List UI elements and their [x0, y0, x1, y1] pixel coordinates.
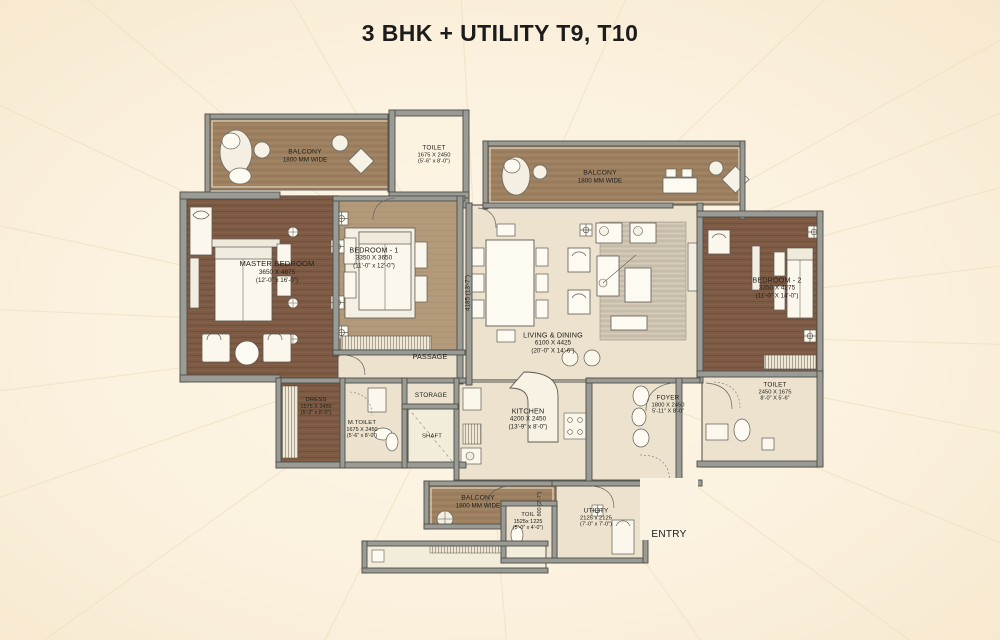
balcony-center-area: [486, 144, 750, 206]
walls: [179, 109, 824, 574]
master-bedroom-area: [185, 195, 339, 379]
bedroom-1-area: [330, 197, 462, 353]
door-swings: [344, 197, 733, 509]
entry-marker: ENTRY: [640, 478, 698, 540]
balcony-left-area: [208, 117, 393, 191]
entry-label: ENTRY: [651, 529, 687, 540]
living-dining-area: [469, 204, 703, 381]
service-block: [278, 371, 819, 484]
page-title: 3 BHK + UTILITY T9, T10: [361, 20, 639, 46]
utility-block: [365, 484, 647, 570]
bedroom-2-area: [701, 214, 821, 376]
